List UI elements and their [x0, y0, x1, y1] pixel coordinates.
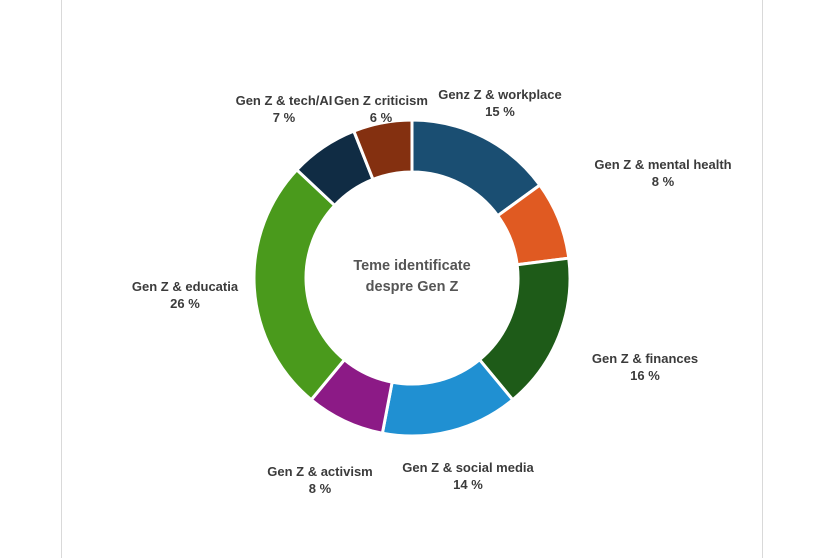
slice-value-label-3: 14 %	[453, 477, 483, 492]
slice-label-6: Gen Z & tech/AI	[236, 93, 333, 108]
slice-value-label-2: 16 %	[630, 368, 660, 383]
slices-group	[252, 118, 572, 438]
slice-value-label-0: 15 %	[485, 104, 515, 119]
slice-value-label-5: 26 %	[170, 296, 200, 311]
labels-group: Genz Z & workplace 15 % Gen Z & mental hea…	[132, 87, 732, 496]
slice-label-1: Gen Z & mental health	[594, 157, 731, 172]
slice-value-label-1: 8 %	[652, 174, 675, 189]
chart-title-line-2: despre Gen Z	[366, 279, 459, 295]
slice-label-0: Genz Z & workplace	[438, 87, 562, 102]
slice-label-7: Gen Z criticism	[334, 93, 428, 108]
slice-value-label-7: 6 %	[370, 110, 393, 125]
slice-label-4: Gen Z & activism	[267, 464, 372, 479]
slice-label-3: Gen Z & social media	[402, 460, 534, 475]
slice-label-5: Gen Z & educatia	[132, 279, 239, 294]
slice-value-label-6: 7 %	[273, 110, 296, 125]
slice-gen-z-educatia	[252, 167, 347, 402]
slice-value-label-4: 8 %	[309, 481, 332, 496]
slice-label-2: Gen Z & finances	[592, 351, 698, 366]
slice-gen-z-criticism	[351, 118, 414, 182]
chart-frame	[61, 0, 763, 558]
chart-title-line-1: Teme identificate	[353, 258, 470, 274]
